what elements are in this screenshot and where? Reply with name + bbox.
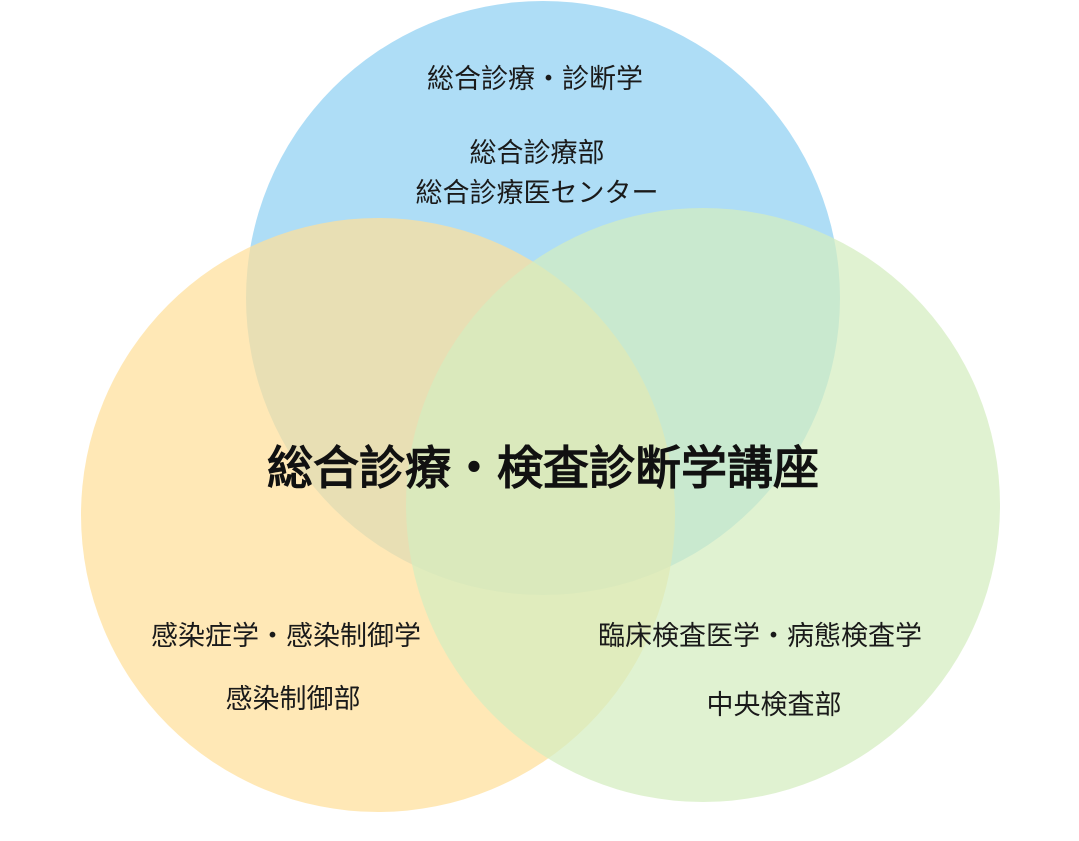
top-center-label: 総合診療医センター — [416, 178, 659, 209]
center-title: 総合診療・検査診断学講座 — [267, 441, 819, 495]
left-field-label: 感染症学・感染制御学 — [151, 621, 421, 652]
top-field-label: 総合診療・診断学 — [427, 64, 643, 95]
right-circle — [406, 208, 1000, 802]
right-field-label: 臨床検査医学・病態検査学 — [598, 621, 922, 652]
top-department-label: 総合診療部 — [470, 138, 605, 169]
right-department-label: 中央検査部 — [707, 690, 842, 721]
left-department-label: 感染制御部 — [226, 684, 361, 715]
